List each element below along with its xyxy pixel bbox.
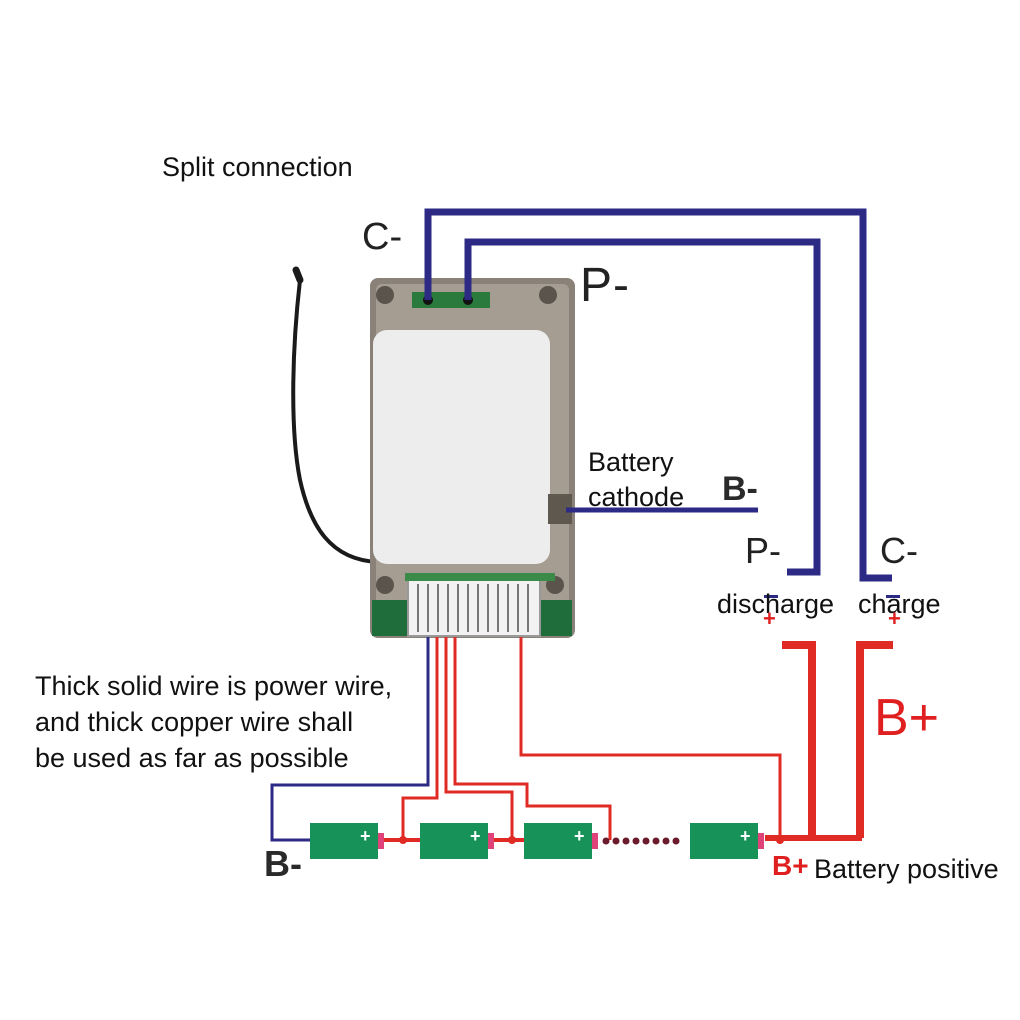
c-minus-charge-label: C- bbox=[880, 530, 918, 571]
charge-plus-mark: + bbox=[888, 606, 901, 631]
charge-plus-wire bbox=[856, 641, 893, 838]
sense-wire-top bbox=[519, 637, 782, 840]
charge-minus-mark bbox=[886, 595, 900, 598]
battery-cell bbox=[420, 823, 494, 859]
p-minus-top-label: P- bbox=[580, 259, 630, 312]
cell-plus-mark: + bbox=[574, 826, 585, 846]
discharge-minus-mark bbox=[764, 595, 778, 598]
battery-positive-label: Battery positive bbox=[814, 854, 999, 884]
positive-wires bbox=[376, 637, 893, 842]
battery-string bbox=[310, 823, 784, 859]
charge-label: charge bbox=[858, 589, 941, 619]
battery-cell bbox=[524, 823, 598, 859]
sense-wire-3 bbox=[453, 637, 612, 840]
mount-hole-bottom-left bbox=[376, 576, 394, 594]
bms-board bbox=[370, 278, 575, 638]
discharge-plus-mark: + bbox=[763, 606, 776, 631]
mount-hole-top-right bbox=[539, 286, 557, 304]
b-minus-bottom-label: B- bbox=[264, 843, 302, 884]
cell-plus-mark: + bbox=[470, 826, 481, 846]
b-minus-cathode-label: B- bbox=[722, 470, 758, 508]
cell-plus-mark: + bbox=[740, 826, 751, 846]
sense-wire-2 bbox=[444, 637, 514, 840]
sense-wire-1 bbox=[401, 637, 439, 840]
temperature-sensor-probe bbox=[292, 266, 304, 284]
c-minus-top-label: C- bbox=[362, 216, 403, 258]
battery-cathode-label-line1: Battery bbox=[588, 447, 674, 477]
c-minus-wire bbox=[424, 208, 892, 582]
temperature-sensor-wire bbox=[291, 279, 379, 564]
board-cover-label bbox=[373, 330, 550, 564]
b-plus-bottom-label: B+ bbox=[772, 850, 809, 881]
series-ellipsis-dots bbox=[602, 837, 680, 845]
b-plus-big-label: B+ bbox=[874, 689, 940, 747]
negative-wires bbox=[270, 208, 892, 842]
b-minus-sense-wire bbox=[270, 637, 430, 842]
discharge-label: discharge bbox=[717, 589, 835, 619]
battery-cell bbox=[690, 823, 764, 859]
cell-plus-mark: + bbox=[360, 826, 371, 846]
battery-cathode-label-line2: cathode bbox=[588, 482, 685, 512]
mount-hole-top-left bbox=[376, 286, 394, 304]
battery-cell bbox=[310, 823, 384, 859]
p-minus-wire bbox=[464, 238, 821, 576]
p-minus-discharge-label: P- bbox=[745, 530, 781, 571]
discharge-plus-wire bbox=[782, 641, 816, 838]
diagram-title: Split connection bbox=[162, 152, 353, 182]
power-wire-note: Thick solid wire is power wire, and thic… bbox=[35, 671, 393, 773]
